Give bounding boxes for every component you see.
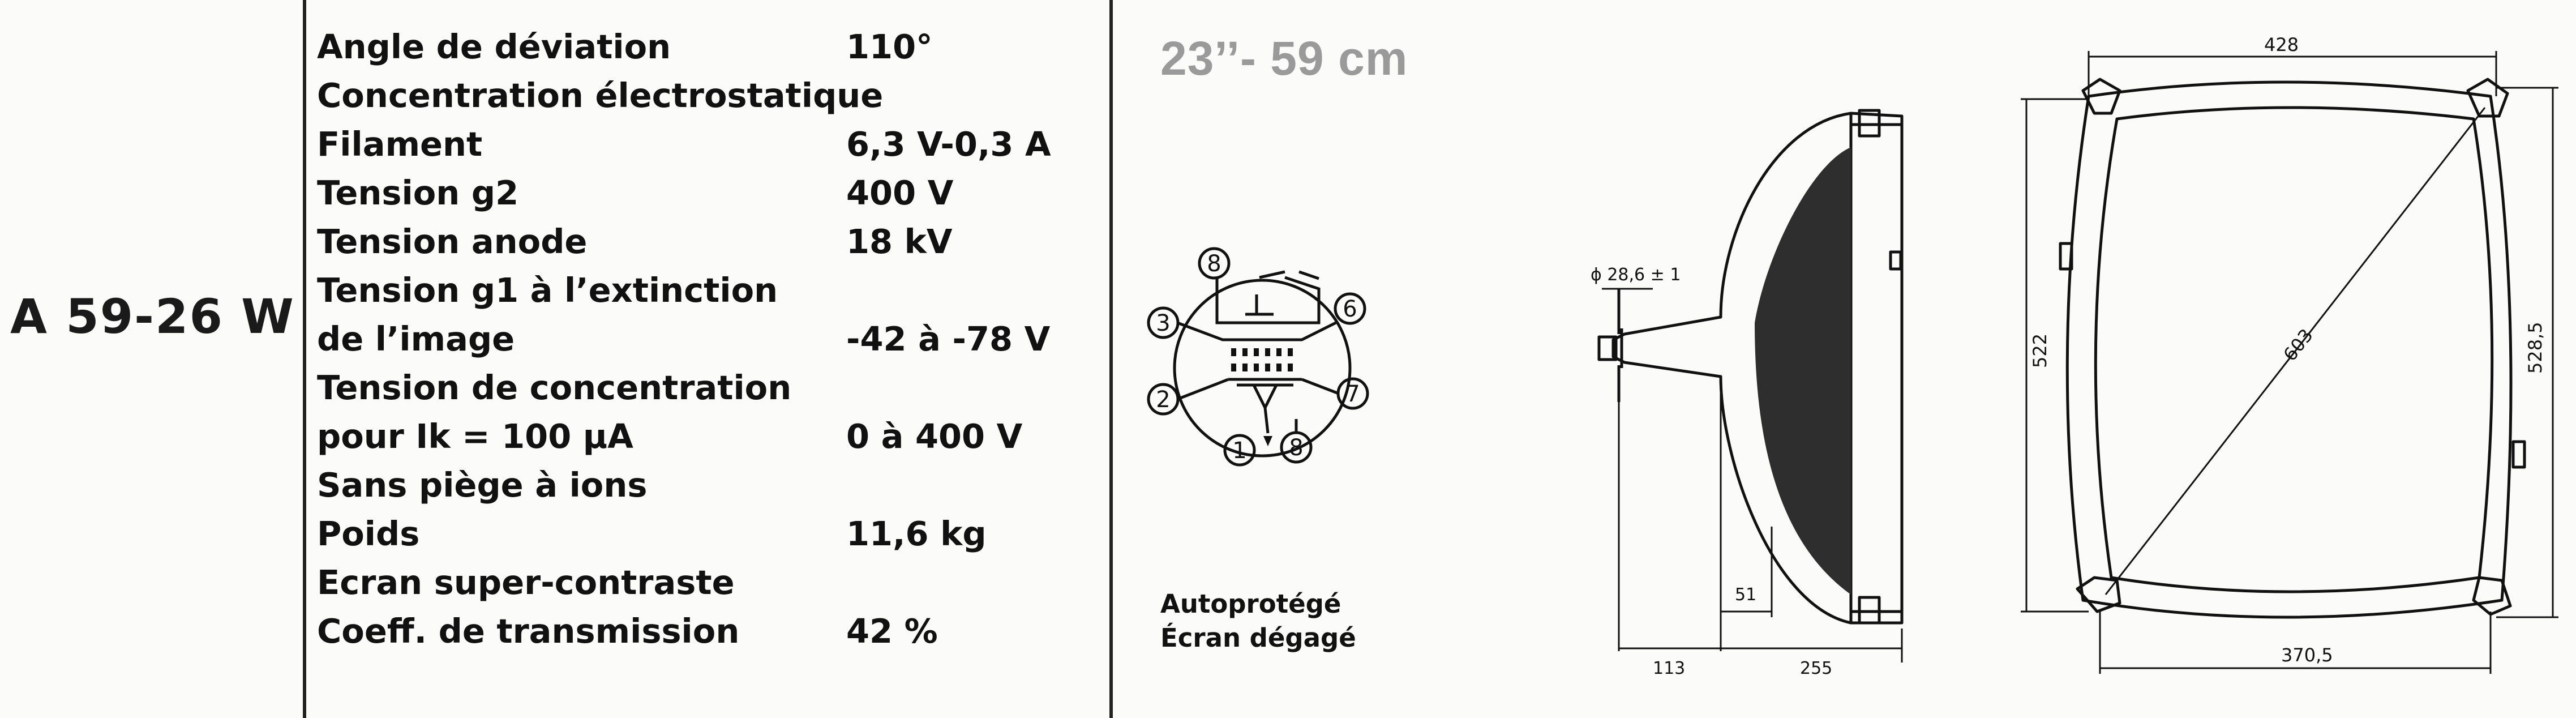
pin-label: 7 [1345,381,1360,407]
tube-screen-coating [1755,147,1851,595]
front-outer-outline [2065,80,2513,619]
electrode-cage [1215,276,1321,324]
tube-base-diagram: 8 3 6 2 7 1 8 [1147,247,1369,467]
pin-4 [1198,247,1231,280]
pin-1 [1223,434,1256,467]
note-ecran-degage: Écran dégagé [1160,623,1356,653]
spec-value: 18 kV [846,222,953,261]
spec-label: Filament [317,125,483,164]
pin-6 [1334,292,1366,325]
dim-bottom: 370,5 [2281,644,2333,666]
spec-value: 0 à 400 V [846,417,1023,456]
tube-side-profile: ϕ 28,6 ± 1 113 255 51 [1591,109,1904,678]
tube-front-view: 428 370,5 522 528,5 603 [2021,34,2558,674]
pin-label: 8 [1289,435,1303,461]
spec-value: 110° [846,27,933,66]
spec-label: Angle de déviation [317,27,671,66]
spec-label: Sans piège à ions [317,465,648,505]
column-divider-right [1109,0,1113,718]
dim-255: 255 [1800,659,1832,678]
screen-size-title: 23’’- 59 cm [1160,32,1408,85]
spec-value: 11,6 kg [846,514,987,553]
column-divider-left [303,0,306,718]
pin-label: 6 [1343,296,1357,322]
spec-label: Ecran super-contraste [317,563,735,602]
spec-value: 400 V [846,173,954,212]
dim-height: 522 [2029,334,2051,368]
spec-value: 6,3 V-0,3 A [846,125,1051,164]
dim-51: 51 [1735,585,1756,605]
pin-label: 2 [1156,387,1170,413]
spec-label: Tension g2 [317,173,519,212]
tube-bulb-outline [1611,112,1851,625]
spec-value: 42 % [846,612,938,651]
dim-width: 428 [2264,34,2299,55]
spec-label: Coeff. de transmission [317,612,740,651]
pin-label: 1 [1232,438,1246,464]
base-outline [1173,279,1352,458]
spec-label: Tension g1 à l’extinction [317,271,778,310]
note-autoprotege: Autoprotégé [1160,589,1341,619]
spec-label: Poids [317,514,420,553]
pin-label: 8 [1207,251,1221,277]
dim-neck: ϕ 28,6 ± 1 [1591,265,1681,285]
tube-model: A 59-26 W [10,289,295,344]
spec-label: de l’image [317,319,515,358]
spec-label: pour Ik = 100 µA [317,417,633,456]
tube-faceplate [1849,112,1904,625]
spec-value: -42 à -78 V [846,319,1051,358]
pin-label: 3 [1156,310,1170,336]
spec-label: Tension anode [317,222,588,261]
diagonal-line [2104,107,2486,595]
spec-label: Concentration électrostatique [317,76,884,115]
spec-label: Tension de concentration [317,368,792,407]
dim-height-full: 528,5 [2524,322,2546,374]
dim-113: 113 [1653,659,1685,678]
